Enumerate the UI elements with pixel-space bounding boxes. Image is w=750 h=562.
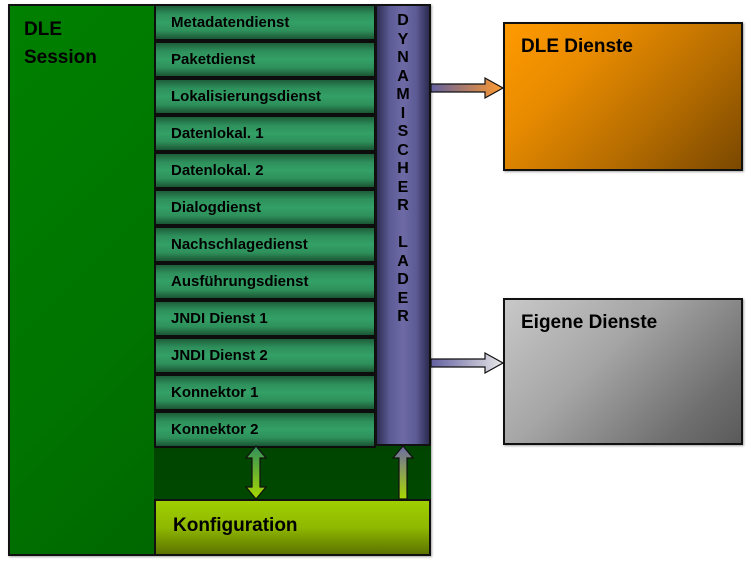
services-stack: Metadatendienst Paketdienst Lokalisierun…: [154, 4, 376, 448]
service-dialogdienst[interactable]: Dialogdienst: [154, 189, 376, 226]
loader-letter: S: [397, 123, 409, 140]
service-jndi-dienst-1[interactable]: JNDI Dienst 1: [154, 300, 376, 337]
service-ausfuehrungsdienst[interactable]: Ausführungsdienst: [154, 263, 376, 300]
service-datenlokal-2[interactable]: Datenlokal. 2: [154, 152, 376, 189]
own-services-box[interactable]: Eigene Dienste: [503, 298, 743, 445]
up-arrow-icon: [391, 445, 415, 500]
loader-letter: M: [396, 86, 410, 103]
service-konnektor-1[interactable]: Konnektor 1: [154, 374, 376, 411]
loader-letter: A: [397, 252, 409, 270]
own-services-title: Eigene Dienste: [521, 312, 658, 333]
service-datenlokal-1[interactable]: Datenlokal. 1: [154, 115, 376, 152]
loader-letter: D: [397, 271, 409, 288]
service-metadatendienst[interactable]: Metadatendienst: [154, 4, 376, 41]
session-bottom-band: [154, 444, 431, 500]
service-nachschlagedienst[interactable]: Nachschlagedienst: [154, 226, 376, 263]
loader-letter: Y: [397, 30, 409, 48]
session-title-line1: DLE: [24, 19, 62, 40]
arrow-to-dle-services-icon: [430, 76, 505, 100]
loader-letter: R: [397, 308, 409, 325]
configuration-box[interactable]: Konfiguration: [154, 499, 431, 556]
dle-services-box[interactable]: DLE Dienste: [503, 22, 743, 171]
loader-letter: A: [397, 67, 409, 85]
loader-letter: E: [397, 289, 409, 307]
loader-letter: N: [397, 49, 409, 66]
loader-letter: E: [397, 178, 409, 196]
bidirectional-arrow-icon: [244, 445, 268, 500]
dynamic-loader-label: D Y N A M I S C H E R L A D E R: [375, 12, 431, 327]
dle-session-title: DLE Session: [24, 16, 97, 72]
loader-letter: L: [398, 234, 408, 251]
loader-letter: C: [397, 141, 409, 159]
service-konnektor-2[interactable]: Konnektor 2: [154, 411, 376, 448]
session-title-line2: Session: [24, 47, 97, 68]
loader-letter: I: [400, 104, 406, 122]
service-paketdienst[interactable]: Paketdienst: [154, 41, 376, 78]
loader-letter: D: [397, 12, 409, 29]
loader-letter: H: [397, 160, 409, 177]
service-lokalisierungsdienst[interactable]: Lokalisierungsdienst: [154, 78, 376, 115]
arrow-to-own-services-icon: [430, 351, 505, 375]
loader-letter: R: [397, 197, 409, 214]
dynamic-loader[interactable]: [375, 4, 431, 446]
dle-services-title: DLE Dienste: [521, 36, 633, 57]
